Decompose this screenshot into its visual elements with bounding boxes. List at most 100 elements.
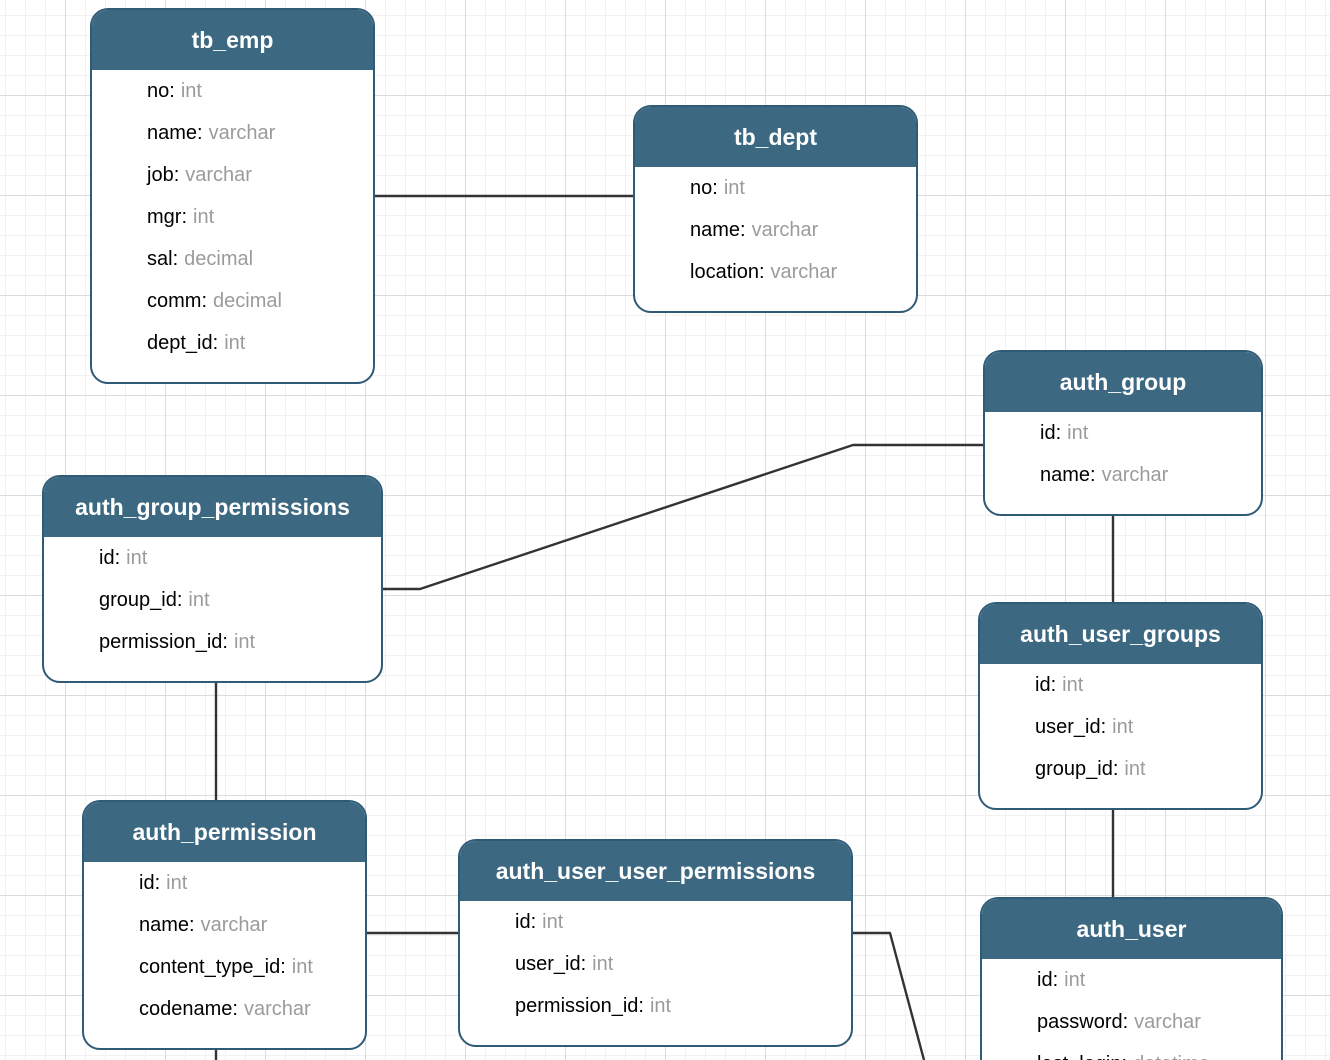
field-row-mgr[interactable]: mgrint xyxy=(92,196,373,238)
entity-body: idint password varchar last_logindatetime xyxy=(982,959,1281,1060)
field-name: no xyxy=(690,177,718,199)
field-type: varchar xyxy=(1134,1011,1201,1033)
field-name: password xyxy=(1037,1011,1128,1033)
entity-title-auth_group_permissions[interactable]: auth_group_permissions xyxy=(44,477,381,537)
field-row-no[interactable]: noint xyxy=(635,167,916,209)
entity-tb_dept[interactable]: tb_deptnointnamevarcharlocationvarchar xyxy=(633,105,918,313)
entity-title-tb_dept[interactable]: tb_dept xyxy=(635,107,916,167)
field-row-permission_id[interactable]: permission_idint xyxy=(44,621,381,663)
field-name: permission_id xyxy=(515,995,644,1017)
field-name: comm xyxy=(147,290,207,312)
field-row-name[interactable]: namevarchar xyxy=(635,209,916,251)
field-name: location xyxy=(690,261,765,283)
field-name: codename xyxy=(139,998,238,1020)
field-row-no[interactable]: noint xyxy=(92,70,373,112)
field-row-password[interactable]: password varchar xyxy=(982,1001,1281,1043)
field-type: varchar xyxy=(208,122,276,144)
field-type: int xyxy=(542,911,564,933)
entity-auth_user_user_permissions[interactable]: auth_user_user_permissionsidintuser_idin… xyxy=(458,839,853,1047)
entity-title-auth_user_groups[interactable]: auth_user_groups xyxy=(980,604,1261,664)
field-type: varchar xyxy=(200,914,268,936)
field-type: varchar xyxy=(185,164,252,186)
entity-auth_group_permissions[interactable]: auth_group_permissionsidintgroup_idintpe… xyxy=(42,475,383,683)
field-row-id[interactable]: idint xyxy=(44,537,381,579)
entity-body: idintuser_idintpermission_idint xyxy=(460,901,851,1045)
entity-body: nointnamevarcharlocationvarchar xyxy=(635,167,916,311)
field-type: datetime xyxy=(1133,1053,1210,1060)
field-row-id[interactable]: idint xyxy=(460,901,851,943)
field-type: int xyxy=(193,206,215,228)
field-row-location[interactable]: locationvarchar xyxy=(635,251,916,293)
field-name: group_id xyxy=(1035,758,1118,780)
entity-auth_user_groups[interactable]: auth_user_groupsidintuser_idintgroup_idi… xyxy=(978,602,1263,810)
field-type: int xyxy=(233,631,256,653)
entity-auth_user[interactable]: auth_useridint password varchar last_logind… xyxy=(980,897,1283,1060)
field-name: no xyxy=(147,80,175,102)
field-type: int xyxy=(1062,674,1084,696)
field-name: content_type_id xyxy=(139,956,286,978)
field-type: decimal xyxy=(184,248,254,270)
field-row-id[interactable]: idint xyxy=(982,959,1281,1001)
field-row-sal[interactable]: sal decimal xyxy=(92,238,373,280)
field-type: int xyxy=(1067,422,1089,444)
field-name: permission_id xyxy=(99,631,228,653)
field-row-permission_id[interactable]: permission_idint xyxy=(460,985,851,1027)
entity-title-auth_user_user_permissions[interactable]: auth_user_user_permissions xyxy=(460,841,851,901)
field-row-comm[interactable]: comm decimal xyxy=(92,280,373,322)
entity-body: idintgroup_idintpermission_idint xyxy=(44,537,381,681)
entity-title-auth_group[interactable]: auth_group xyxy=(985,352,1261,412)
entity-auth_permission[interactable]: auth_permissionidintnamevarcharcontent_t… xyxy=(82,800,367,1050)
field-row-user_id[interactable]: user_id int xyxy=(980,706,1261,748)
entity-title-tb_emp[interactable]: tb_emp xyxy=(92,10,373,70)
field-row-name[interactable]: namevarchar xyxy=(92,112,373,154)
field-name: group_id xyxy=(99,589,182,611)
field-row-group_id[interactable]: group_id int xyxy=(44,579,381,621)
field-name: name xyxy=(1040,464,1096,486)
entity-body: idintnamevarchar xyxy=(985,412,1261,514)
connector-auth_group_permissions-to-auth_group[interactable] xyxy=(382,443,983,591)
field-row-content_type_id[interactable]: content_type_idint xyxy=(84,946,365,988)
entity-body: idintuser_idintgroup_idint xyxy=(980,664,1261,808)
field-type: varchar xyxy=(751,219,819,241)
entity-tb_emp[interactable]: tb_empnointnamevarcharjobvarcharmgrintsa… xyxy=(90,8,375,384)
field-type: varchar xyxy=(243,998,311,1020)
field-row-codename[interactable]: codenamevarchar xyxy=(84,988,365,1030)
field-type: decimal xyxy=(213,290,282,312)
field-type: int xyxy=(1112,716,1134,738)
field-type: int xyxy=(592,953,614,975)
field-name: id xyxy=(1035,674,1056,696)
field-row-name[interactable]: namevarchar xyxy=(985,454,1261,496)
connector-auth_user_user_permissions-to-auth_user[interactable] xyxy=(853,931,926,1060)
field-name: dept_id xyxy=(147,332,218,354)
field-name: id xyxy=(139,872,160,894)
field-row-id[interactable]: idint xyxy=(84,862,365,904)
field-type: int xyxy=(649,995,672,1017)
field-name: job xyxy=(147,164,179,186)
field-type: varchar xyxy=(1101,464,1169,486)
field-row-last_login[interactable]: last_logindatetime xyxy=(982,1043,1281,1060)
field-type: int xyxy=(224,332,246,354)
field-row-group_id[interactable]: group_idint xyxy=(980,748,1261,790)
field-name: id xyxy=(515,911,536,933)
field-name: user_id xyxy=(1035,716,1106,738)
entity-title-auth_permission[interactable]: auth_permission xyxy=(84,802,365,862)
entity-body: idintnamevarcharcontent_type_idintcodena… xyxy=(84,862,365,1048)
field-name: id xyxy=(1040,422,1061,444)
field-row-dept_id[interactable]: dept_id int xyxy=(92,322,373,364)
entity-title-auth_user[interactable]: auth_user xyxy=(982,899,1281,959)
field-name: name xyxy=(690,219,746,241)
field-type: int xyxy=(166,872,188,894)
field-row-id[interactable]: idint xyxy=(985,412,1261,454)
entity-auth_group[interactable]: auth_groupidintnamevarchar xyxy=(983,350,1263,516)
field-name: sal xyxy=(147,248,178,270)
field-row-name[interactable]: namevarchar xyxy=(84,904,365,946)
field-row-id[interactable]: idint xyxy=(980,664,1261,706)
field-row-user_id[interactable]: user_idint xyxy=(460,943,851,985)
field-row-job[interactable]: job varchar xyxy=(92,154,373,196)
field-type: int xyxy=(188,589,210,611)
field-type: int xyxy=(126,547,148,569)
field-type: int xyxy=(180,80,202,102)
field-name: name xyxy=(139,914,195,936)
field-name: id xyxy=(99,547,120,569)
